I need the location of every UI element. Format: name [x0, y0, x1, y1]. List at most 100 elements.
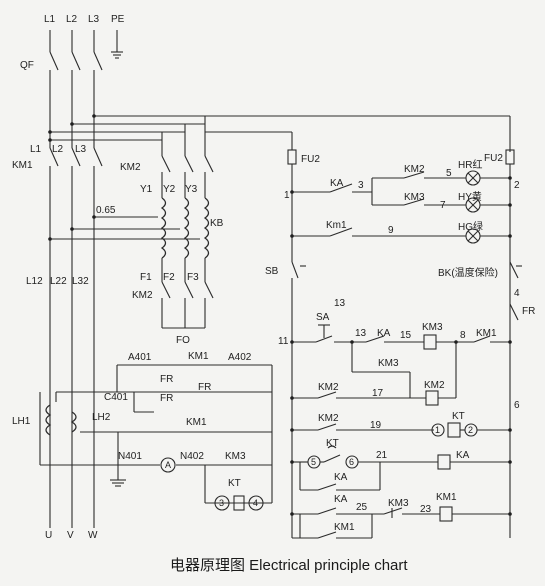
supply-pe-label: PE: [111, 14, 125, 25]
node-5: 5: [446, 168, 452, 179]
n401-label: N401: [118, 451, 142, 462]
qf-label: QF: [20, 60, 34, 71]
rung-km1: [292, 506, 510, 539]
ammeter-symbol: A: [165, 460, 171, 470]
km1-contactor: [49, 147, 103, 522]
rung-km2: [292, 390, 510, 438]
a402-label: A402: [228, 352, 252, 363]
control-circuit: [287, 149, 515, 538]
supply-lines: [49, 30, 123, 59]
node-6-right: 6: [514, 400, 520, 411]
kt-pin-1: 1: [435, 425, 440, 435]
supply-l2-label: L2: [66, 14, 78, 25]
l32-label: L32: [72, 276, 89, 287]
hy-lamp-label: HY黄: [458, 190, 482, 203]
qf-breaker: [49, 51, 103, 148]
fu2-left-label: FU2: [301, 154, 320, 165]
km1-meter-mid-label: KM1: [186, 417, 207, 428]
ammeter-icon: [160, 457, 176, 473]
fr-mid-label: FR: [160, 393, 173, 404]
meter-circuit: [56, 364, 273, 504]
node-19: 19: [370, 420, 382, 431]
km1-meter-top-label: KM1: [188, 351, 209, 362]
rung-start: [292, 324, 510, 398]
node-4: 4: [514, 288, 520, 299]
tap-ratio-label: 0.65: [96, 205, 116, 216]
node-8: 8: [460, 330, 466, 341]
y1-label: Y1: [140, 184, 153, 195]
node-3: 3: [358, 180, 364, 191]
km3-lamp-label: KM3: [404, 192, 425, 203]
rung-ka: [292, 445, 510, 491]
fr-top-label: FR: [160, 374, 173, 385]
node-21: 21: [376, 450, 388, 461]
node-15: 15: [400, 330, 412, 341]
f3-label: F3: [187, 272, 199, 283]
n402-label: N402: [180, 451, 204, 462]
kt-coil-label: KT: [452, 411, 465, 422]
sb-stop-button: [291, 261, 306, 538]
km1-l1-label: L1: [30, 144, 42, 155]
ka-coil-label: KA: [456, 450, 470, 461]
kt-meter-label: KT: [228, 478, 241, 489]
ka-run-label: KA: [334, 494, 348, 505]
node-17: 17: [372, 388, 384, 399]
f1-label: F1: [140, 272, 152, 283]
km3-coil-label: KM3: [422, 322, 443, 333]
kt-delay-label: KT: [326, 438, 339, 449]
l22-label: L22: [50, 276, 67, 287]
indicator-lamps: [465, 170, 481, 244]
km1-label: KM1: [12, 160, 33, 171]
y3-label: Y3: [185, 184, 198, 195]
node-1: 1: [284, 190, 290, 201]
km1-hold-label: KM1: [334, 522, 355, 533]
hr-lamp-label: HR红: [458, 158, 482, 171]
node-13-rung: 13: [355, 328, 367, 339]
fr-label: FR: [522, 306, 535, 317]
u-terminal-label: U: [45, 530, 52, 541]
bk-thermal-fuse: [509, 261, 522, 279]
node-2: 2: [514, 180, 520, 191]
f2-label: F2: [163, 272, 175, 283]
km2-star-contactor: [161, 268, 214, 329]
node-11: 11: [278, 336, 289, 347]
fr-overload-contact: [509, 303, 519, 321]
node-23: 23: [420, 504, 432, 515]
km2-coil-label: KM2: [424, 380, 445, 391]
fu2-right-label: FU2: [484, 153, 503, 164]
kt-pin-3: 3: [219, 498, 224, 508]
node-7: 7: [440, 200, 446, 211]
v-terminal-label: V: [67, 530, 74, 541]
y2-label: Y2: [163, 184, 176, 195]
sb-label: SB: [265, 266, 279, 277]
km2-contactor: [161, 155, 214, 198]
pin-5: 5: [311, 457, 316, 467]
km1-l3-label: L3: [75, 144, 87, 155]
bk-label: BK(温度保险): [438, 266, 498, 279]
km3-interlock-label: KM3: [388, 498, 409, 509]
diagram-caption: 电器原理图 Electrical principle chart: [170, 557, 408, 574]
motor-output-arrows: [49, 522, 95, 528]
km1-coil-label: KM1: [436, 492, 457, 503]
kt-pin-4: 4: [253, 498, 258, 508]
sa-label: SA: [316, 312, 330, 323]
w-terminal-label: W: [88, 530, 98, 541]
autotransformer-coils: [50, 197, 210, 268]
km1-lamp-contact-label: Km1: [326, 220, 347, 231]
l12-label: L12: [26, 276, 43, 287]
node-13-top: 13: [334, 298, 346, 309]
current-transformers: [39, 392, 118, 466]
km2-timer-label: KM2: [318, 413, 339, 424]
supply-l1-label: L1: [44, 14, 56, 25]
km1-l2-label: L2: [52, 144, 64, 155]
fr-right-label: FR: [198, 382, 211, 393]
node-25: 25: [356, 502, 368, 513]
ka-contact-label: KA: [330, 178, 344, 189]
c401-label: C401: [104, 392, 128, 403]
ka-start-label: KA: [377, 328, 391, 339]
fo-label: FO: [176, 335, 190, 346]
km1-interlock-label: KM1: [476, 328, 497, 339]
km2-hold-label: KM2: [318, 382, 339, 393]
